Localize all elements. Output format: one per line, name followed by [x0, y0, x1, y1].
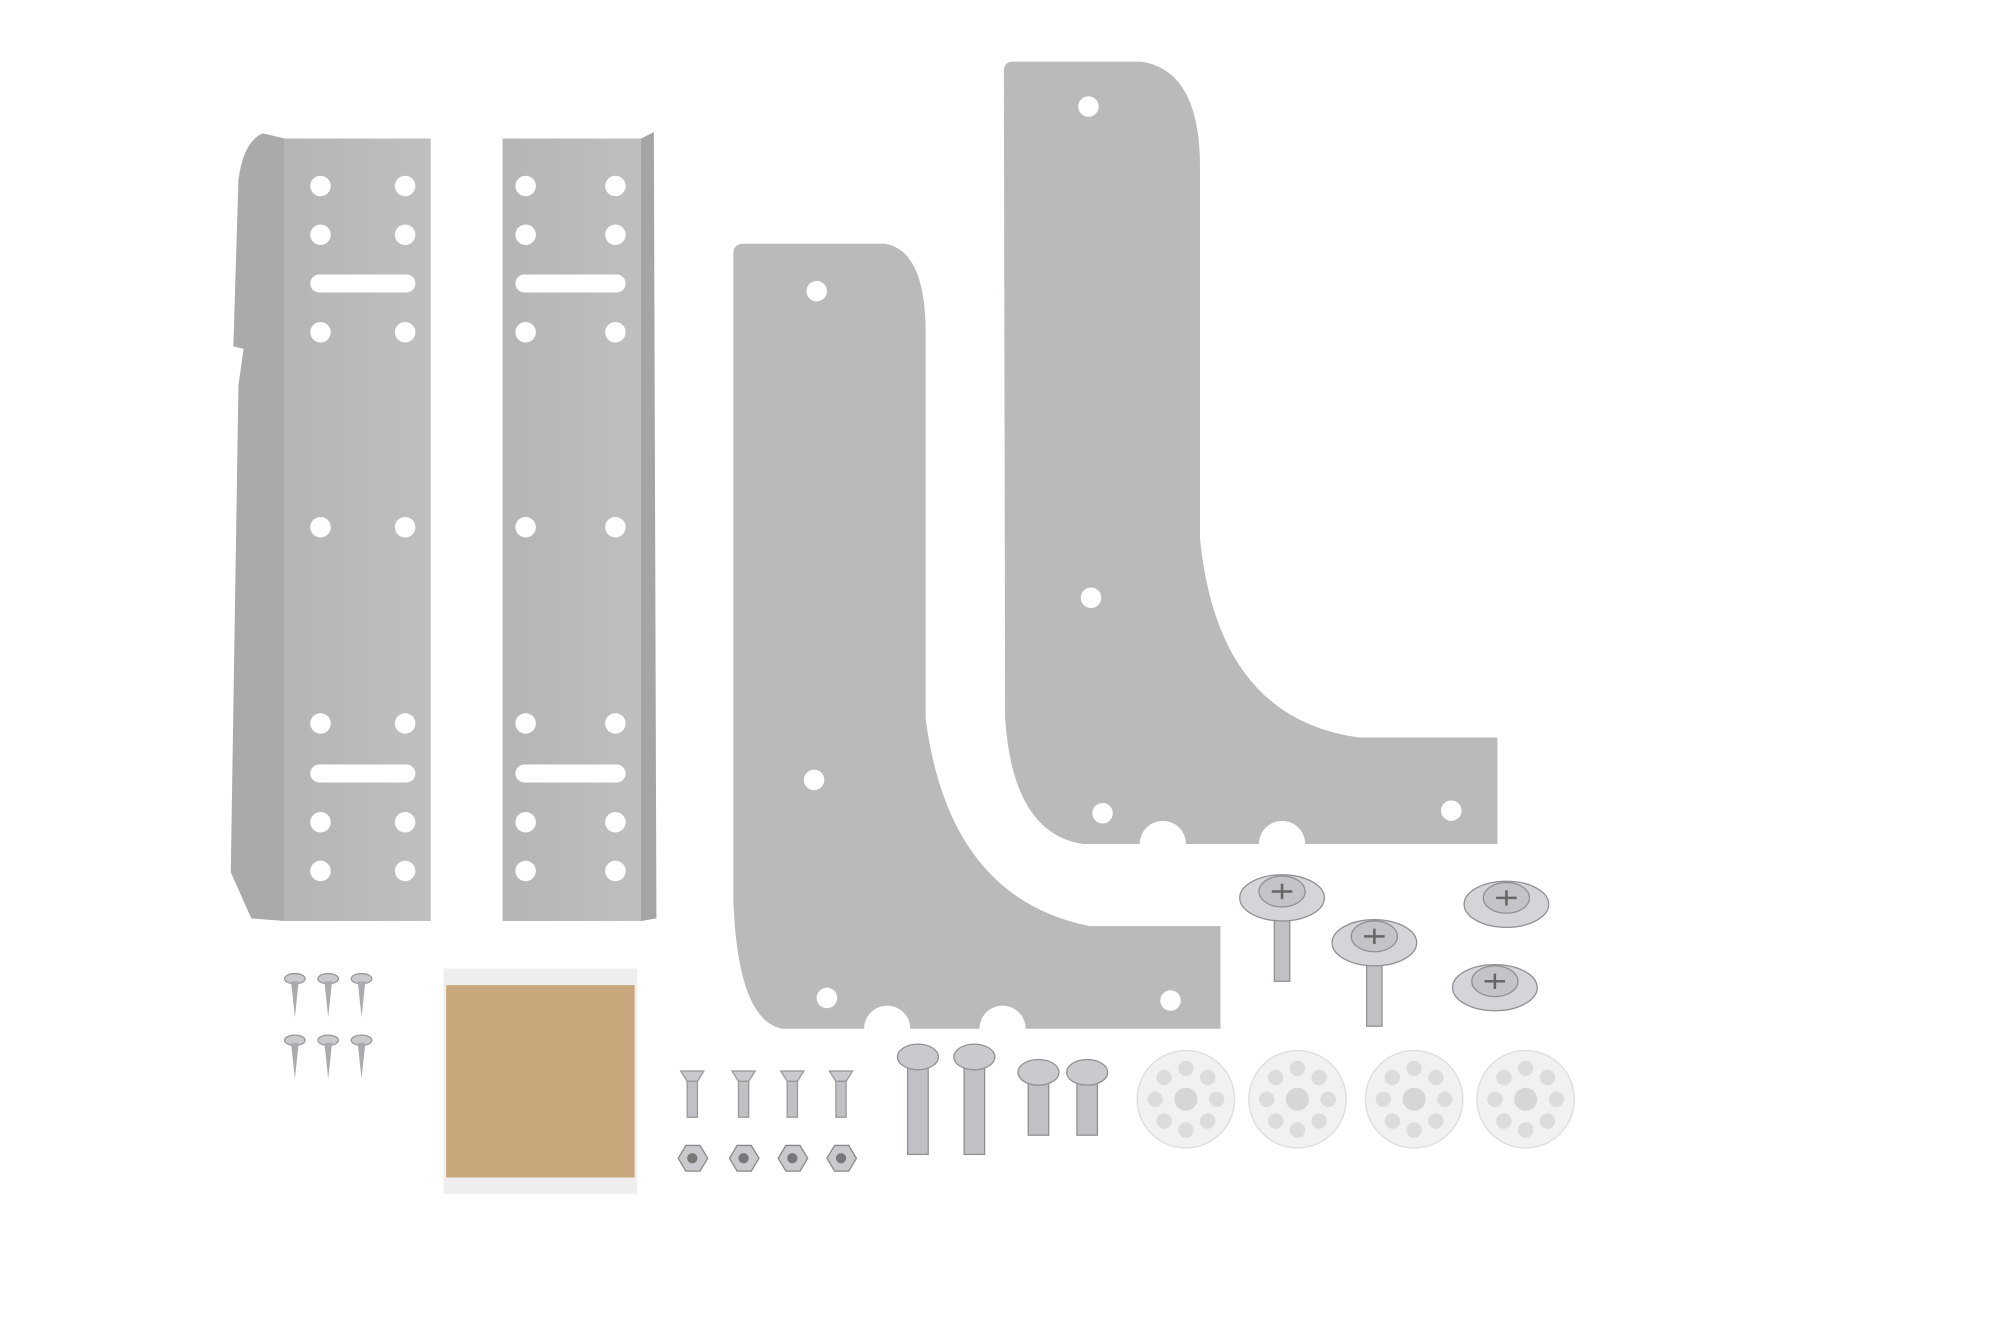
bracket-hole	[605, 860, 626, 882]
bracket-hole	[310, 175, 331, 197]
small-parts	[283, 874, 1576, 1172]
bracket-hole	[515, 321, 536, 343]
hex-nut	[777, 1144, 809, 1172]
wood-screw	[350, 972, 373, 1018]
bracket-hole	[515, 811, 536, 833]
bracket-hole	[605, 224, 626, 245]
bracket-hole	[394, 516, 416, 538]
bracket-hole	[605, 713, 626, 734]
long-bolt	[953, 1043, 996, 1156]
washer-head-screw	[1463, 880, 1550, 929]
plate-holes	[803, 96, 1462, 1011]
bracket-holes	[310, 175, 626, 882]
plastic-foot	[1476, 1049, 1576, 1149]
short-bolt	[1017, 1058, 1060, 1136]
bracket-slot	[515, 274, 626, 293]
wood-screw	[283, 1034, 306, 1079]
bracket-hole	[394, 860, 416, 882]
wood-screw	[317, 1034, 340, 1079]
l-shaped-plate-front	[733, 243, 1221, 1029]
adhesive-pad	[443, 968, 638, 1195]
bracket-hole	[605, 321, 626, 343]
hex-nut	[728, 1144, 760, 1172]
bracket-hole	[310, 321, 331, 343]
bracket-hole	[310, 860, 331, 882]
small-machine-screw	[828, 1070, 854, 1118]
bracket-hole	[310, 224, 331, 245]
small-machine-screw	[730, 1070, 757, 1118]
bracket-hole	[605, 175, 626, 197]
plastic-foot	[1364, 1049, 1464, 1149]
plastic-foot	[1136, 1049, 1236, 1149]
wood-screw	[283, 972, 306, 1018]
bracket-hole	[515, 175, 536, 197]
l-shaped-plate-back	[1003, 61, 1498, 845]
hex-nut	[677, 1144, 709, 1172]
hex-nut	[826, 1144, 858, 1172]
bracket-slot	[310, 274, 416, 293]
bracket-hole	[515, 516, 536, 538]
short-bolt	[1066, 1058, 1109, 1136]
wood-screw	[317, 972, 340, 1018]
bracket-hole	[310, 713, 331, 734]
bracket-hole	[394, 713, 416, 734]
bracket-hole	[394, 224, 416, 245]
small-machine-screw	[679, 1070, 706, 1118]
bracket-hole	[394, 811, 416, 833]
u-channel-bracket-left	[230, 133, 431, 921]
washer-head-screw	[1451, 963, 1538, 1012]
bracket-hole	[515, 860, 536, 882]
washer-head-screw	[1331, 919, 1418, 1027]
bracket-hole	[515, 713, 536, 734]
bracket-slot	[515, 764, 626, 783]
bracket-hole	[310, 811, 331, 833]
long-bolt	[896, 1043, 940, 1156]
bracket-slot	[310, 764, 416, 783]
bracket-hole	[310, 516, 331, 538]
bracket-hole	[515, 224, 536, 245]
bracket-hole	[605, 516, 626, 538]
bracket-hole	[605, 811, 626, 833]
plastic-foot	[1248, 1049, 1347, 1149]
washer-head-screw	[1239, 874, 1326, 982]
bracket-hole	[394, 321, 416, 343]
bracket-hole	[394, 175, 416, 197]
small-machine-screw	[779, 1070, 806, 1118]
wood-screw	[350, 1034, 373, 1079]
